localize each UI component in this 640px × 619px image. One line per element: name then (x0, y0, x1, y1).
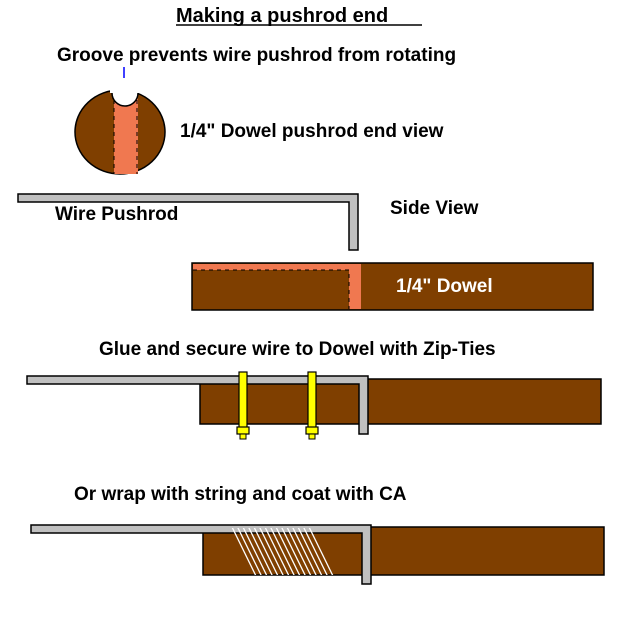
string-wrap-line (292, 528, 317, 575)
dowel-end-view (74, 78, 166, 175)
page-title: Making a pushrod end (176, 5, 389, 27)
string-wraps (231, 528, 334, 575)
zip-tie-left (236, 371, 250, 440)
string-wrap-line (286, 528, 312, 575)
string-wrap-line (242, 528, 268, 575)
string-wrap-line (264, 528, 290, 575)
string-wrap-line (303, 528, 328, 575)
zip-tie-assembly (26, 371, 602, 440)
string-wrap-line (248, 528, 273, 575)
string-wrap-line (275, 528, 301, 575)
string-wrap-line (270, 528, 295, 575)
wire-pushrod-side (17, 193, 359, 251)
string-wrap-line (253, 528, 279, 575)
end-view-label: 1/4" Dowel pushrod end view (180, 121, 444, 142)
string-step-label: Or wrap with string and coat with CA (74, 484, 407, 505)
zip-tie-step-label: Glue and secure wire to Dowel with Zip-T… (99, 339, 496, 360)
string-wrap-line (281, 528, 306, 575)
dowel-label: 1/4" Dowel (396, 276, 493, 297)
string-wrap-line (237, 528, 262, 575)
side-view-label: Side View (390, 198, 479, 219)
string-wrap-line (297, 528, 323, 575)
dowel-side-view (191, 262, 594, 311)
groove-note: Groove prevents wire pushrod from rotati… (57, 45, 457, 66)
string-wrap-line (259, 528, 284, 575)
string-wrap-line (308, 528, 334, 575)
string-wrap-assembly (30, 524, 605, 585)
wire-pushrod-label: Wire Pushrod (55, 204, 179, 225)
string-wrap-line (231, 528, 257, 575)
zip-tie-right (305, 371, 319, 440)
